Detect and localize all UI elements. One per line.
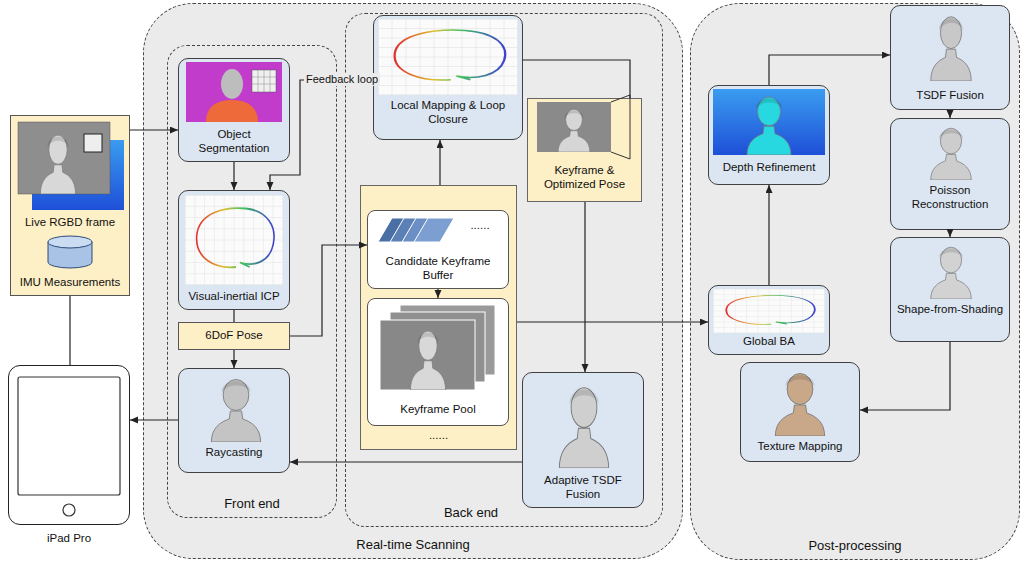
- box-label: IMU Measurements: [14, 276, 126, 290]
- connector-arrow: [233, 162, 234, 190]
- ipad-screen: [18, 377, 120, 516]
- connector-arrow: [233, 310, 234, 322]
- box-label: Depth Refinement: [712, 161, 826, 175]
- buffer-frames: [414, 218, 454, 242]
- device-node: iPad Pro: [8, 365, 130, 525]
- depth-map: [713, 89, 825, 155]
- segmentation-picture: [186, 62, 282, 122]
- region-label: Real-time Scanning: [147, 537, 679, 553]
- input-box: 6DoF Pose: [178, 322, 290, 350]
- connector-arrow: [949, 110, 950, 118]
- keyframe-picture: [558, 109, 590, 152]
- region-label: Back end: [436, 505, 506, 521]
- imu-cylinder: [48, 236, 92, 248]
- box-label: Candidate Keyframe Buffer: [371, 255, 505, 283]
- box-label: Live RGBD frame: [14, 216, 126, 230]
- connector-arrow: [523, 60, 630, 98]
- sfs-model: [931, 247, 971, 299]
- box-label: ......: [456, 219, 504, 233]
- fused-model: [559, 388, 608, 468]
- connector-arrow: [130, 419, 178, 420]
- rgbd-frame-picture: [18, 122, 110, 194]
- connector-arrow: [769, 55, 890, 85]
- keyframe-stack: [380, 320, 475, 390]
- box-label: Adaptive TSDF Fusion: [526, 474, 640, 502]
- box-label: Global BA: [712, 335, 826, 349]
- segmentation-picture: [206, 100, 258, 122]
- region-label: Post-processing: [694, 538, 1016, 554]
- depth-map: [713, 89, 825, 155]
- imu-cylinder: [48, 236, 92, 268]
- box-label: Raycasting: [182, 446, 286, 460]
- buffer-frames: [378, 218, 454, 242]
- box-label: 6DoF Pose: [182, 329, 286, 343]
- stage-region: Post-processing Global BA Depth Refinement…: [690, 3, 1020, 560]
- connector-arrow: [290, 245, 367, 336]
- box-label: Keyframe & Optimized Pose: [531, 164, 638, 192]
- ipad-screen: [18, 377, 120, 495]
- segmentation-picture: [252, 70, 276, 92]
- connector-arrow: [233, 350, 234, 368]
- box-label: Visual-inertial ICP: [182, 290, 286, 304]
- textured-model: [775, 374, 824, 437]
- connector-arrow: [949, 230, 950, 237]
- trajectory-plot: [378, 19, 518, 95]
- segmentation-picture: [221, 69, 243, 99]
- box-label: iPad Pro: [12, 532, 126, 546]
- box-label: Keyframe Pool: [371, 403, 505, 417]
- connector-arrow: [768, 185, 769, 285]
- box-label: Texture Mapping: [744, 440, 856, 454]
- trajectory-plot: [713, 289, 825, 333]
- connector-arrow: [130, 129, 178, 130]
- poisson-model: [931, 128, 971, 180]
- edge-label: Feedback loop: [304, 73, 380, 86]
- connector-arrow: [439, 140, 440, 185]
- segmentation-picture: [186, 62, 282, 122]
- box-label: Poisson Reconstruction: [894, 184, 1006, 212]
- trajectory-plot: [185, 195, 283, 285]
- box-label: Object Segmentation: [182, 128, 286, 156]
- box-label: Shape-from-Shading: [894, 303, 1006, 317]
- box-label: Local Mapping & Loop Closure: [377, 99, 519, 127]
- connector-arrow: [290, 461, 522, 462]
- tsdf-model: [931, 17, 971, 81]
- connector-arrow: [69, 296, 70, 365]
- keyframe-stack: [380, 305, 495, 390]
- segmentation-picture: [252, 70, 276, 92]
- raycast-model: [211, 380, 260, 443]
- connector-arrow: [270, 80, 373, 190]
- depth-map: [747, 97, 791, 155]
- rgbd-frame-picture: [18, 122, 124, 210]
- rgbd-frame-picture: [84, 134, 102, 152]
- keyframe-picture: [611, 95, 630, 159]
- box-label: ......: [364, 429, 513, 443]
- keyframe-picture: [537, 102, 611, 152]
- connector-arrow: [517, 321, 708, 322]
- connector-arrow: [584, 202, 585, 372]
- keyframe-stack: [410, 331, 445, 390]
- ipad-screen: [63, 504, 75, 516]
- box-label: TSDF Fusion: [894, 89, 1006, 103]
- connector-arrow: [437, 289, 438, 298]
- connector-arrow: [860, 342, 950, 410]
- rgbd-frame-picture: [40, 135, 75, 194]
- keyframe-picture: [537, 95, 630, 159]
- region-label: Front end: [171, 496, 333, 512]
